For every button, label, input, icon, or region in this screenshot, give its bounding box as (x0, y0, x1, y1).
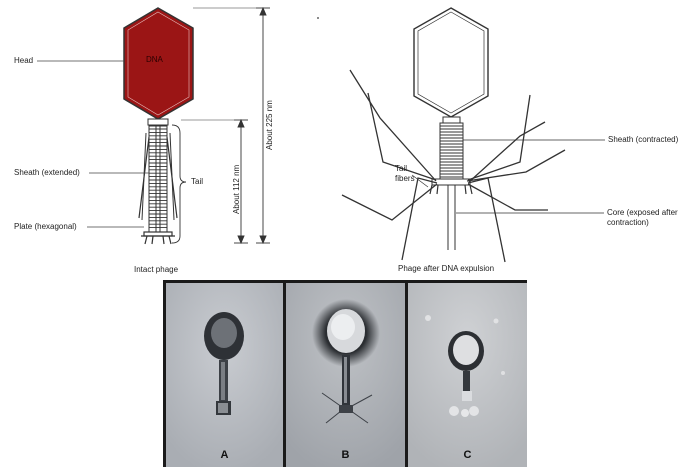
micrograph-strip: A (163, 280, 527, 467)
phage-image-a (166, 283, 283, 467)
label-dna: DNA (146, 55, 163, 65)
phage-image-c (408, 283, 527, 467)
panel-letter-b: B (286, 449, 405, 461)
label-plate: Plate (hexagonal) (14, 222, 77, 232)
label-tail-fibers: Tail fibers (395, 164, 415, 184)
sheath-extended (149, 126, 167, 232)
base-plate (141, 232, 175, 244)
label-sheath-extended: Sheath (extended) (14, 168, 80, 178)
label-sheath-contracted: Sheath (contracted) (608, 135, 678, 145)
label-tail: Tail (191, 177, 203, 187)
panel-letter-a: A (166, 449, 283, 461)
phage-image-b (286, 283, 405, 467)
caption-intact: Intact phage (134, 265, 178, 274)
micrograph-panel-a: A (166, 283, 283, 467)
micrograph-panel-b: B (286, 283, 405, 467)
caption-expelled: Phage after DNA expulsion (398, 264, 494, 273)
label-head: Head (14, 56, 33, 66)
expelled-phage-drawing (342, 8, 605, 262)
empty-head (414, 8, 488, 117)
label-tail-length: About 112 nm (232, 165, 241, 214)
micrograph-panel-c: C (408, 283, 527, 467)
panel-letter-c: C (408, 449, 527, 461)
label-total-length: About 225 nm (265, 100, 274, 150)
phage-diagrams (0, 0, 693, 280)
label-core: Core (exposed after contraction) (607, 208, 678, 228)
